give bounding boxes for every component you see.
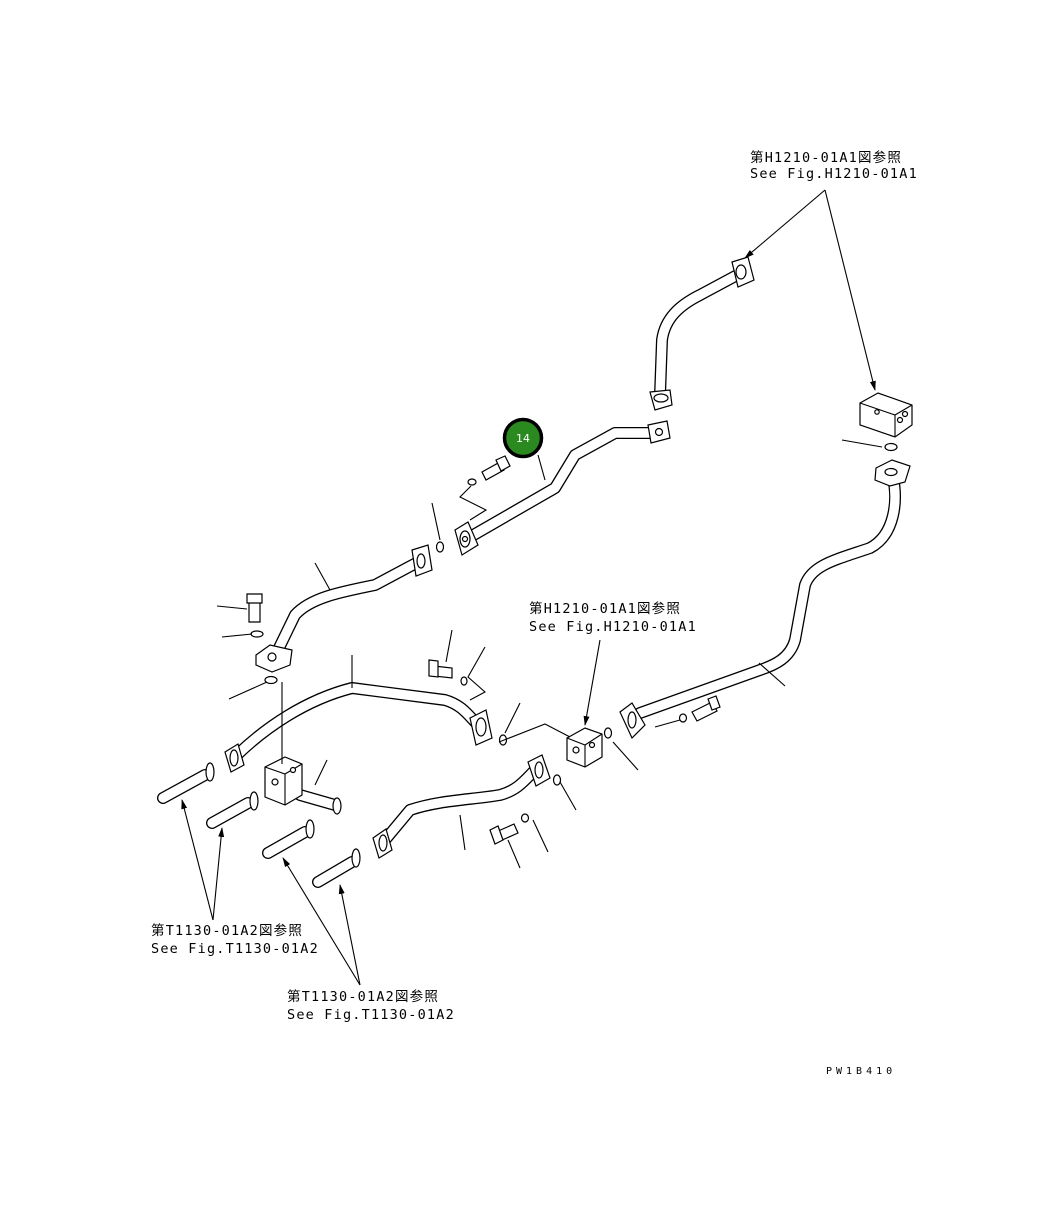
reference-bottom-left-jp: 第T1130-01A2図参照 <box>151 922 303 939</box>
reference-middle: 第H1210-01A1図参照 See Fig.H1210-01A1 <box>529 600 697 635</box>
flange-lower-left <box>372 828 393 859</box>
flanges-stub-ends <box>205 762 361 868</box>
drawing-code: PW1B410 <box>826 1066 896 1077</box>
reference-bottom-center-en: See Fig.T1130-01A2 <box>287 1007 455 1023</box>
bolt-middle <box>428 659 468 686</box>
flange-14-right <box>647 420 671 444</box>
pipe-stubs-left <box>157 769 358 888</box>
flange-middle-left <box>224 743 245 773</box>
reference-middle-en: See Fig.H1210-01A1 <box>529 619 697 635</box>
flange-pipe-bottom <box>649 389 673 411</box>
bolt-upper <box>467 455 511 486</box>
flange-elbow-top <box>411 544 433 577</box>
oring-right <box>603 727 613 739</box>
oring-lower <box>552 774 562 786</box>
callout-label: 14 <box>516 432 530 445</box>
oring-top-right <box>884 442 898 452</box>
bolt-left-vertical <box>246 593 264 638</box>
reference-top-right-jp: 第H1210-01A1図参照 <box>750 149 902 166</box>
bolt-right <box>678 695 721 723</box>
reference-bottom-left-en: See Fig.T1130-01A2 <box>151 941 319 957</box>
bolt-lower <box>489 813 530 845</box>
reference-top-right: 第H1210-01A1図参照 See Fig.H1210-01A1 <box>750 149 918 182</box>
pipe-upper-right <box>654 267 747 401</box>
flange-top-right <box>731 256 755 288</box>
oring-left <box>264 675 278 685</box>
reference-bottom-center-jp: 第T1130-01A2図参照 <box>287 988 439 1005</box>
pipe-main-14 <box>464 427 664 543</box>
flange-elbow-bottom <box>255 644 293 673</box>
flange-right-bottom <box>619 702 646 740</box>
callout-14[interactable]: 14 <box>502 417 544 459</box>
reference-top-right-en: See Fig.H1210-01A1 <box>750 166 918 182</box>
pipe-middle-long <box>231 682 484 761</box>
valve-block-top-right <box>859 392 913 438</box>
callout-circle[interactable] <box>502 417 544 459</box>
flange-14-left <box>454 521 479 556</box>
oring-upper <box>435 541 445 553</box>
reference-middle-jp: 第H1210-01A1図参照 <box>529 600 681 617</box>
pipe-left-elbow <box>272 555 426 656</box>
flange-middle-right <box>469 709 493 746</box>
flange-lower-right <box>527 754 551 787</box>
reference-bottom-center: 第T1130-01A2図参照 See Fig.T1130-01A2 <box>287 988 455 1023</box>
pipe-right-long <box>634 472 901 719</box>
valve-block-left <box>264 756 303 806</box>
reference-arrows <box>181 189 876 986</box>
leader-lines <box>216 439 883 869</box>
flange-right-top <box>874 459 911 487</box>
valve-block-middle <box>566 727 603 768</box>
reference-bottom-left: 第T1130-01A2図参照 See Fig.T1130-01A2 <box>151 922 319 957</box>
pipe-lower <box>379 764 541 846</box>
